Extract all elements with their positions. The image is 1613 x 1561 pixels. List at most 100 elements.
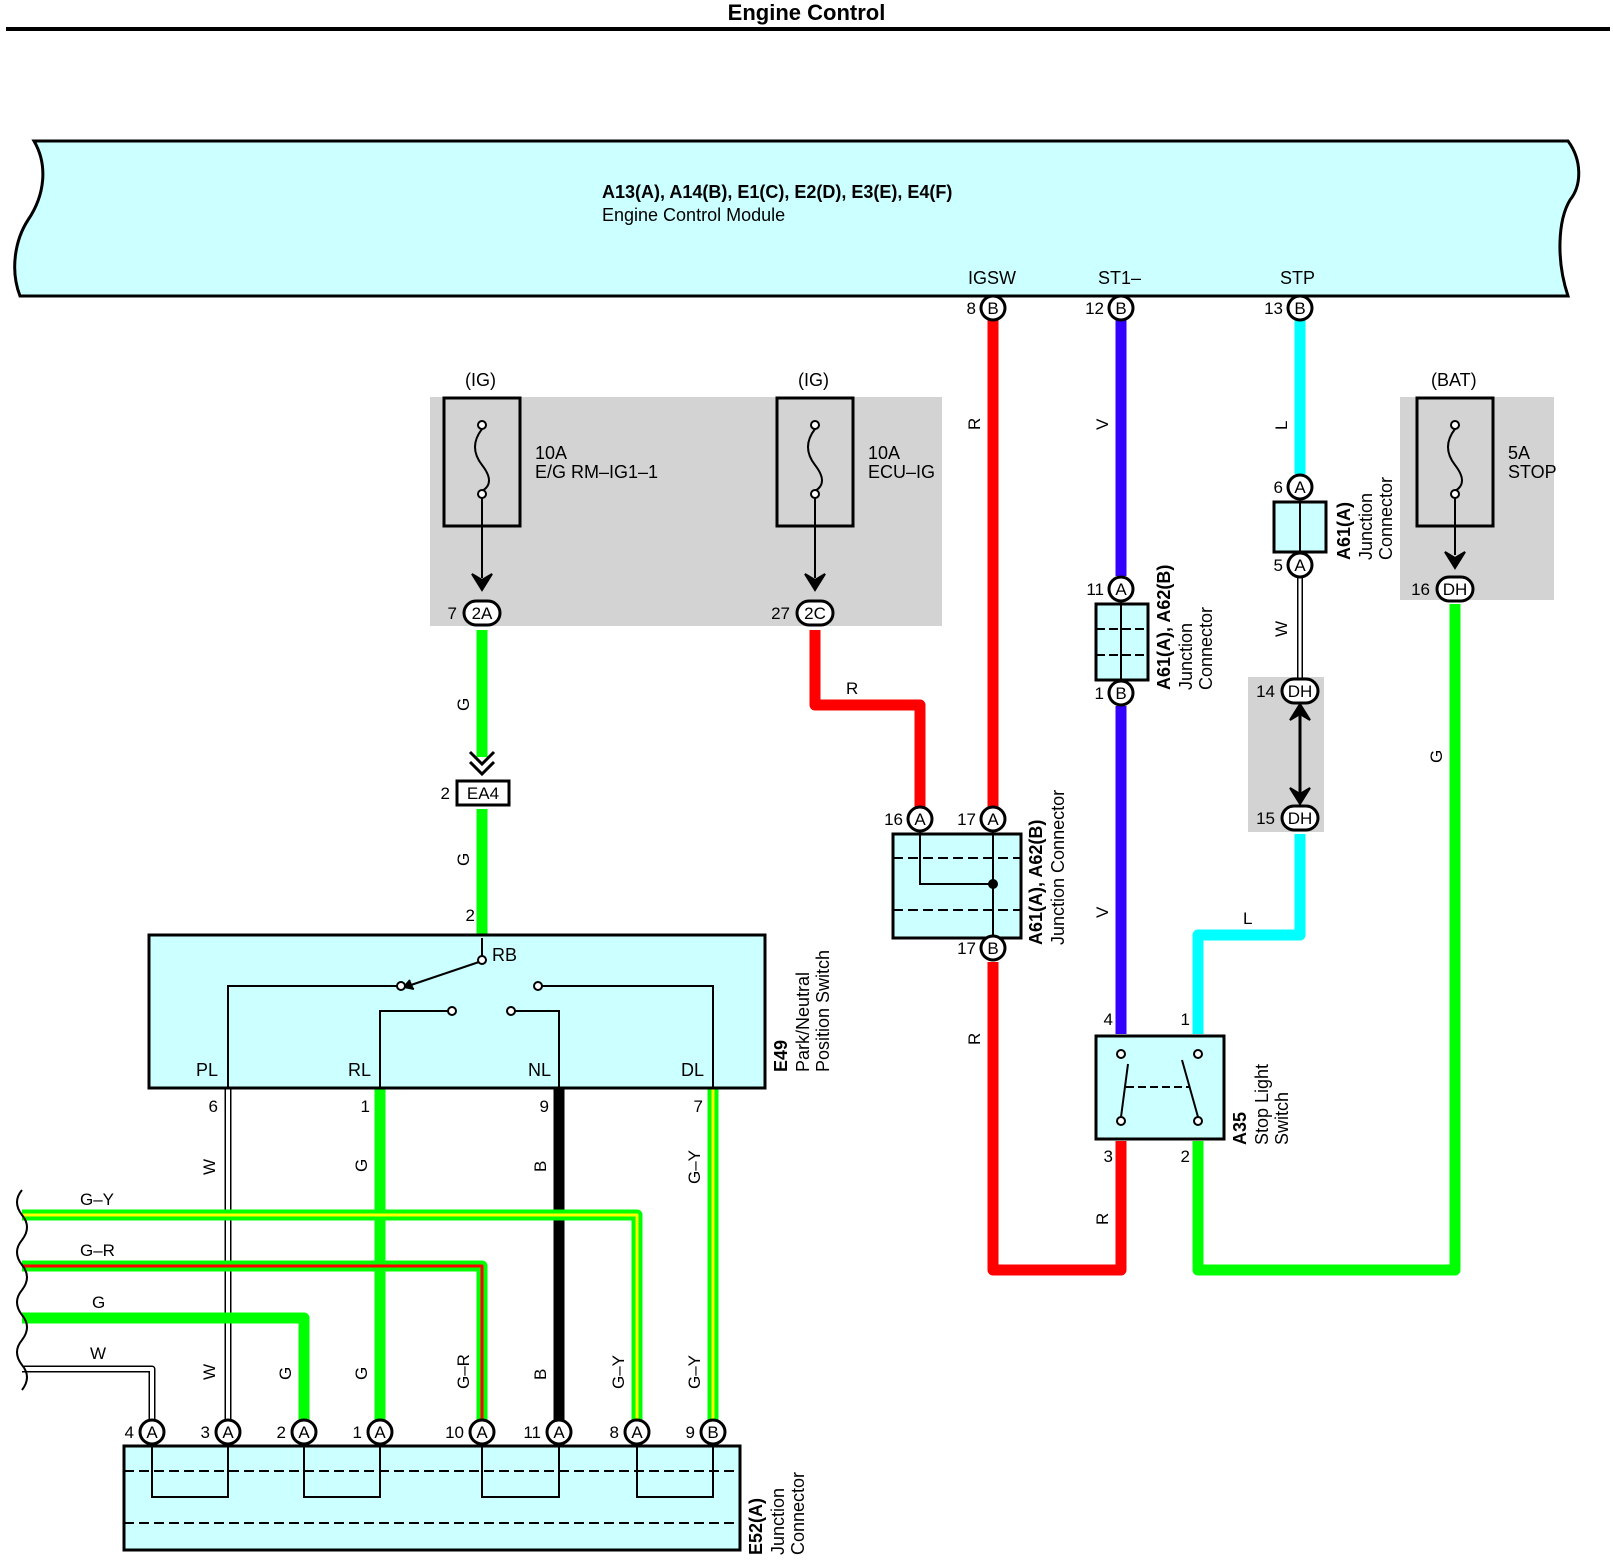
wire-label: G — [276, 1367, 295, 1380]
fuse-ecu-amp: 10A — [868, 443, 900, 463]
park-neutral-switch — [147, 933, 767, 1090]
pin-8: 8 — [967, 299, 976, 318]
pnp-name1: Park/Neutral — [793, 972, 813, 1072]
fuse-stop-source: (BAT) — [1431, 370, 1477, 390]
jc2-name1: Junction — [1176, 623, 1196, 690]
e52-id: E52(A) — [746, 1498, 766, 1555]
pnp-term-dl: DL — [681, 1060, 704, 1080]
fuse-eg — [442, 396, 522, 592]
pin-1: 1 — [1095, 684, 1104, 703]
svg-text:B: B — [707, 1423, 718, 1442]
sls-name1: Stop Light — [1252, 1064, 1272, 1145]
connector-dh-pair: DH DH — [1280, 677, 1320, 832]
pin-9-nl: 9 — [540, 1097, 549, 1116]
pin-3-e52: 3 — [201, 1423, 210, 1442]
fuse-ecu — [775, 396, 855, 592]
svg-text:A: A — [374, 1423, 386, 1442]
wire-label: R — [965, 1033, 984, 1045]
fuse-stop — [1415, 396, 1495, 570]
wire-label: R — [965, 418, 984, 430]
svg-text:A: A — [1294, 478, 1306, 497]
fuse-eg-name: E/G RM–IG1–1 — [535, 462, 658, 482]
wire-label: G — [92, 1293, 105, 1312]
fuse-block-bat-shade — [1400, 397, 1554, 600]
wire-label: G–Y — [685, 1150, 704, 1184]
wire-left-gr — [22, 1260, 488, 1420]
pin-6-pl: 6 — [209, 1097, 218, 1116]
pin-1-rl: 1 — [361, 1097, 370, 1116]
svg-text:2C: 2C — [804, 604, 826, 623]
pin-4-sls: 4 — [1104, 1010, 1113, 1029]
pin-7-dl: 7 — [694, 1097, 703, 1116]
svg-text:DH: DH — [1443, 580, 1468, 599]
junction-connector-st1: A B — [1094, 575, 1150, 707]
svg-text:B: B — [987, 299, 998, 318]
pnp-name2: Position Switch — [813, 950, 833, 1072]
title-rule — [6, 27, 1610, 31]
pin-17b: 17 — [957, 939, 976, 958]
wire-stop-green — [1192, 604, 1461, 1276]
ecm-module — [13, 139, 1581, 298]
fuse-stop-amp: 5A — [1508, 443, 1530, 463]
svg-text:A: A — [631, 1423, 643, 1442]
ecm-id: A13(A), A14(B), E1(C), E2(D), E3(E), E4(… — [602, 182, 952, 202]
terminal-2c: 2C — [795, 599, 835, 627]
jc3-id: A61(A) — [1334, 502, 1354, 560]
pin-16: 16 — [884, 810, 903, 829]
svg-text:A: A — [1294, 556, 1306, 575]
svg-text:A: A — [914, 810, 926, 829]
wire-stp-cyan-lower — [1192, 834, 1306, 1034]
pin-7: 7 — [448, 604, 457, 623]
wire-label: R — [1093, 1213, 1112, 1225]
wire-label: G — [1427, 750, 1446, 763]
pin-27: 27 — [771, 604, 790, 623]
pin-17a: 17 — [957, 810, 976, 829]
junction-connector-e52 — [122, 1444, 742, 1552]
fuse-block-ig-shade — [430, 397, 942, 626]
pnp-term-nl: NL — [528, 1060, 551, 1080]
pnp-id: E49 — [771, 1040, 791, 1072]
svg-text:B: B — [1115, 684, 1126, 703]
pin-12: 12 — [1085, 299, 1104, 318]
harness-break — [16, 1189, 28, 1391]
wire-label: W — [1272, 621, 1291, 637]
ecm-pin-st1: ST1– — [1098, 268, 1141, 288]
svg-text:DH: DH — [1288, 809, 1313, 828]
wire-label: V — [1093, 418, 1112, 430]
pnp-term-rb: RB — [492, 945, 517, 965]
pin-2-sls: 2 — [1181, 1147, 1190, 1166]
wire-sls-red — [987, 962, 1127, 1276]
wire-label: B — [531, 1369, 550, 1380]
e52-name2: Connector — [788, 1472, 808, 1555]
svg-text:EA4: EA4 — [467, 784, 499, 803]
pin-ea4-2: 2 — [441, 784, 450, 803]
pin-1-e52: 1 — [353, 1423, 362, 1442]
jc3-name2: Connector — [1376, 477, 1396, 560]
sls-id: A35 — [1230, 1112, 1250, 1145]
fuse-eg-source: (IG) — [465, 370, 496, 390]
svg-text:2A: 2A — [472, 604, 493, 623]
wire-label: R — [846, 679, 858, 698]
fuse-stop-name: STOP — [1508, 462, 1557, 482]
ecm-name: Engine Control Module — [602, 205, 785, 225]
e52-name1: Junction — [768, 1488, 788, 1555]
pin-11-e52: 11 — [523, 1423, 541, 1442]
wire-label: W — [200, 1159, 219, 1175]
wire-ecuig-red — [809, 630, 926, 810]
wire-label: L — [1243, 909, 1252, 928]
wire-label: G — [352, 1367, 371, 1380]
jc1-id: A61(A), A62(B) — [1026, 820, 1046, 945]
wire-label: L — [1272, 421, 1291, 430]
pin-13: 13 — [1264, 299, 1283, 318]
wire-label: G–Y — [609, 1355, 628, 1389]
wire-label: G — [454, 853, 473, 866]
wire-label: W — [200, 1364, 219, 1380]
wire-label: V — [1093, 906, 1112, 918]
svg-text:A: A — [553, 1423, 565, 1442]
wire-label: G–R — [80, 1241, 115, 1260]
pin-11: 11 — [1086, 580, 1104, 599]
pnp-term-rl: RL — [348, 1060, 371, 1080]
svg-text:A: A — [987, 810, 999, 829]
pin-6: 6 — [1274, 478, 1283, 497]
